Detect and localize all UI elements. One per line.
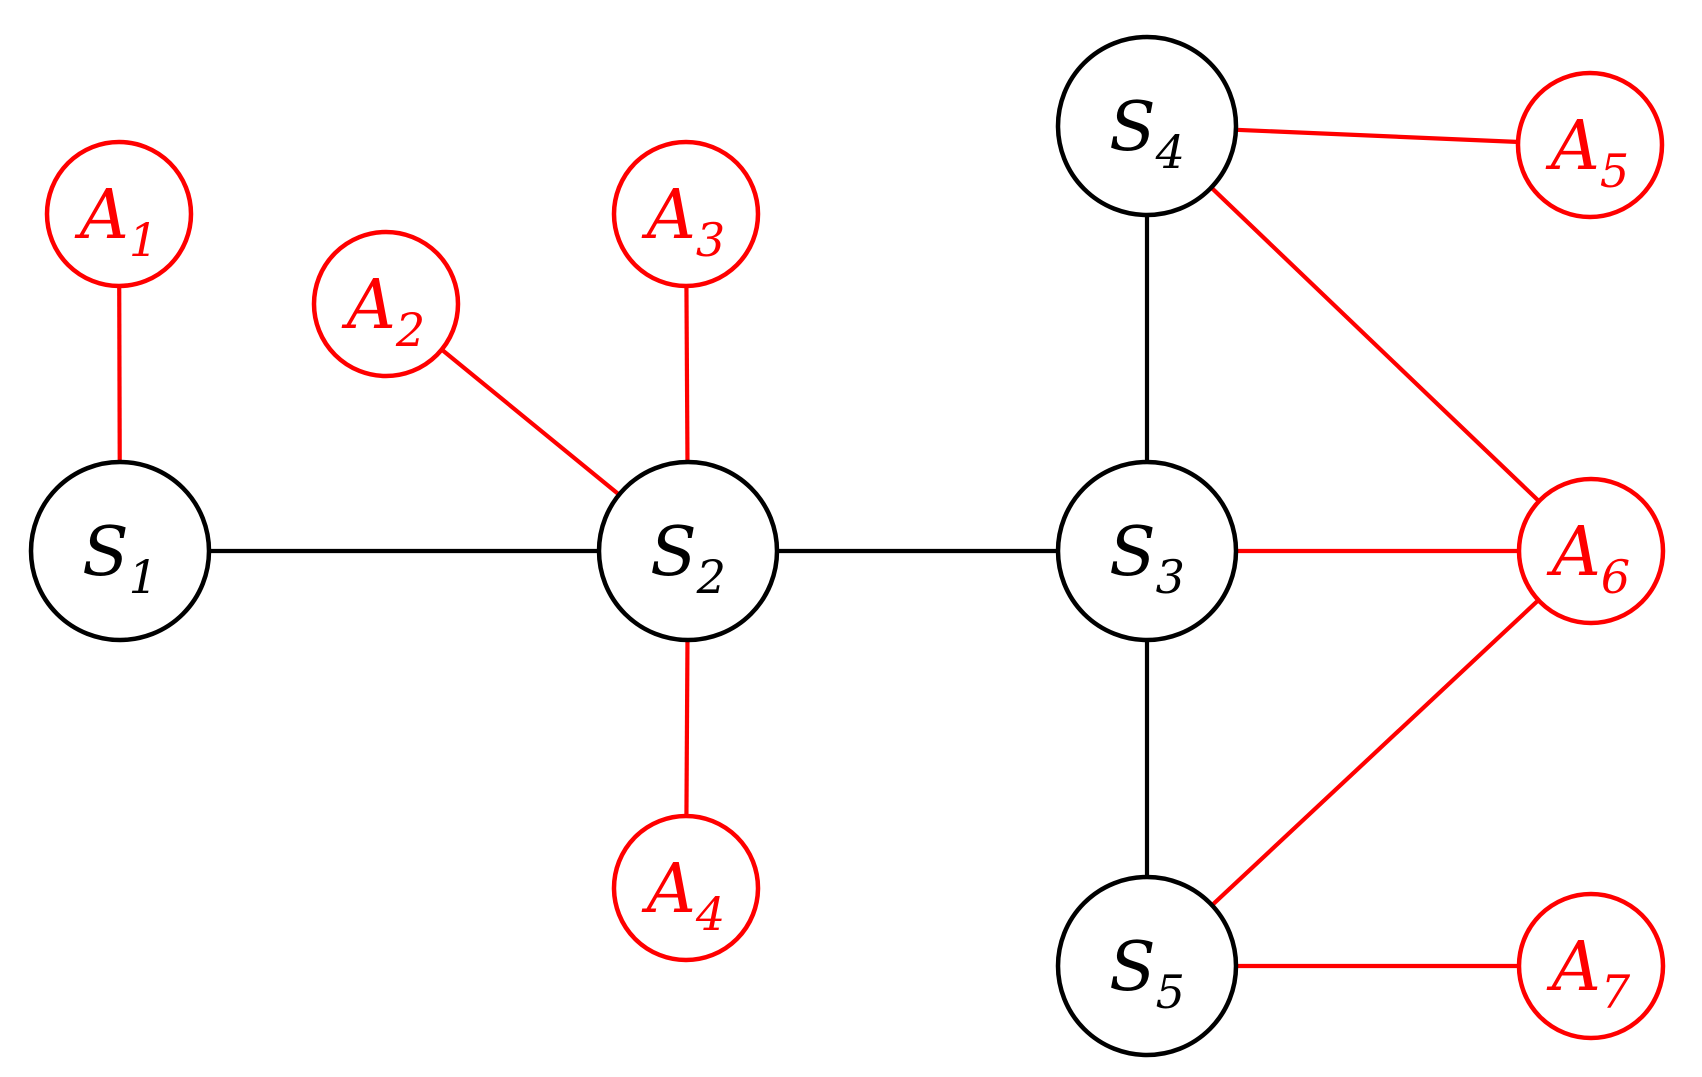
node-label-A7: A7 (1546, 928, 1631, 1019)
node-A3: A3 (611, 139, 761, 289)
node-circle-A2 (311, 229, 461, 379)
node-A5: A5 (1515, 70, 1665, 220)
node-circle-S1 (28, 459, 212, 643)
node-circle-A1 (44, 139, 194, 289)
node-S4: S4 (1055, 34, 1239, 218)
node-S5: S5 (1055, 874, 1239, 1058)
node-label-A2: A2 (341, 266, 425, 357)
node-circle-S5 (1055, 874, 1239, 1058)
node-circle-A6 (1516, 476, 1666, 626)
node-S1: S1 (28, 459, 212, 643)
node-A4: A4 (611, 813, 761, 963)
node-label-S2: S2 (650, 513, 726, 604)
node-A7: A7 (1516, 891, 1666, 1041)
node-label-A4: A4 (641, 850, 725, 941)
node-A2: A2 (311, 229, 461, 379)
node-circle-A3 (611, 139, 761, 289)
node-label-A5: A5 (1545, 107, 1629, 198)
node-circle-A4 (611, 813, 761, 963)
node-circle-S3 (1055, 459, 1239, 643)
edge-S5-A6 (1145, 549, 1593, 968)
node-label-A3: A3 (641, 176, 725, 267)
edge-S4-A6 (1145, 124, 1593, 553)
node-circle-A5 (1515, 70, 1665, 220)
node-label-S5: S5 (1109, 928, 1185, 1019)
node-circle-S2 (596, 459, 780, 643)
node-S2: S2 (596, 459, 780, 643)
node-label-A1: A1 (74, 176, 158, 267)
node-circle-A7 (1516, 891, 1666, 1041)
node-label-S4: S4 (1109, 88, 1185, 179)
node-label-S3: S3 (1109, 513, 1185, 604)
node-label-A6: A6 (1546, 513, 1630, 604)
node-S3: S3 (1055, 459, 1239, 643)
node-A1: A1 (44, 139, 194, 289)
node-label-S1: S1 (82, 513, 158, 604)
node-circle-S4 (1055, 34, 1239, 218)
node-A6: A6 (1516, 476, 1666, 626)
